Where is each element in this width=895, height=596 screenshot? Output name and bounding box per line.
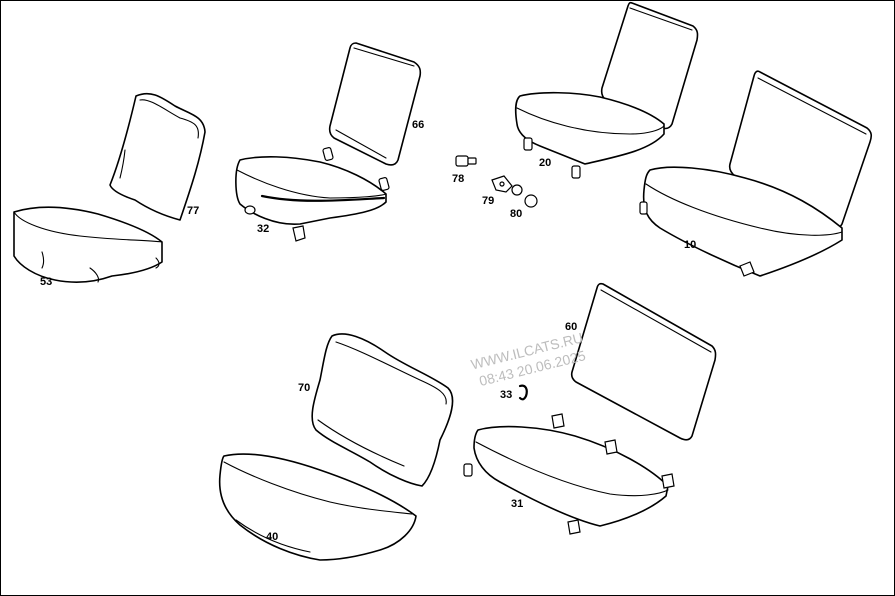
bench-seat-assembly-10[interactable] [639, 70, 873, 277]
callout-79: 79 [482, 195, 494, 207]
callout-66: 66 [412, 119, 424, 131]
callout-80: 80 [510, 208, 522, 220]
callout-31: 31 [511, 498, 523, 510]
bracket-79[interactable] [491, 175, 513, 193]
callout-77: 77 [187, 205, 199, 217]
knob-80[interactable] [511, 184, 538, 208]
seat-cushion-32[interactable] [235, 156, 387, 242]
watermark: WWW.ILCATS.RU 08:43 20.06.2025 [469, 329, 587, 389]
bench-seat-base-31[interactable] [463, 413, 675, 535]
callout-20: 20 [539, 157, 551, 169]
bench-backrest-60[interactable] [570, 282, 717, 441]
callout-53: 53 [40, 276, 52, 288]
fitting-78[interactable] [455, 155, 477, 167]
callout-60: 60 [565, 321, 577, 333]
seat-assembly-20[interactable] [514, 1, 699, 179]
callout-33: 33 [500, 389, 512, 401]
callout-78: 78 [452, 173, 464, 185]
backrest-cover-70[interactable] [311, 333, 454, 487]
callout-70: 70 [298, 382, 310, 394]
callout-10: 10 [684, 239, 696, 251]
clip-33[interactable] [518, 384, 528, 401]
backrest-cover-77[interactable] [109, 92, 206, 221]
seat-cushion-cover-40[interactable] [218, 453, 417, 561]
callout-32: 32 [257, 223, 269, 235]
callout-40: 40 [266, 531, 278, 543]
seat-cushion-cover-53[interactable] [13, 206, 163, 283]
backrest-66[interactable] [322, 42, 422, 191]
